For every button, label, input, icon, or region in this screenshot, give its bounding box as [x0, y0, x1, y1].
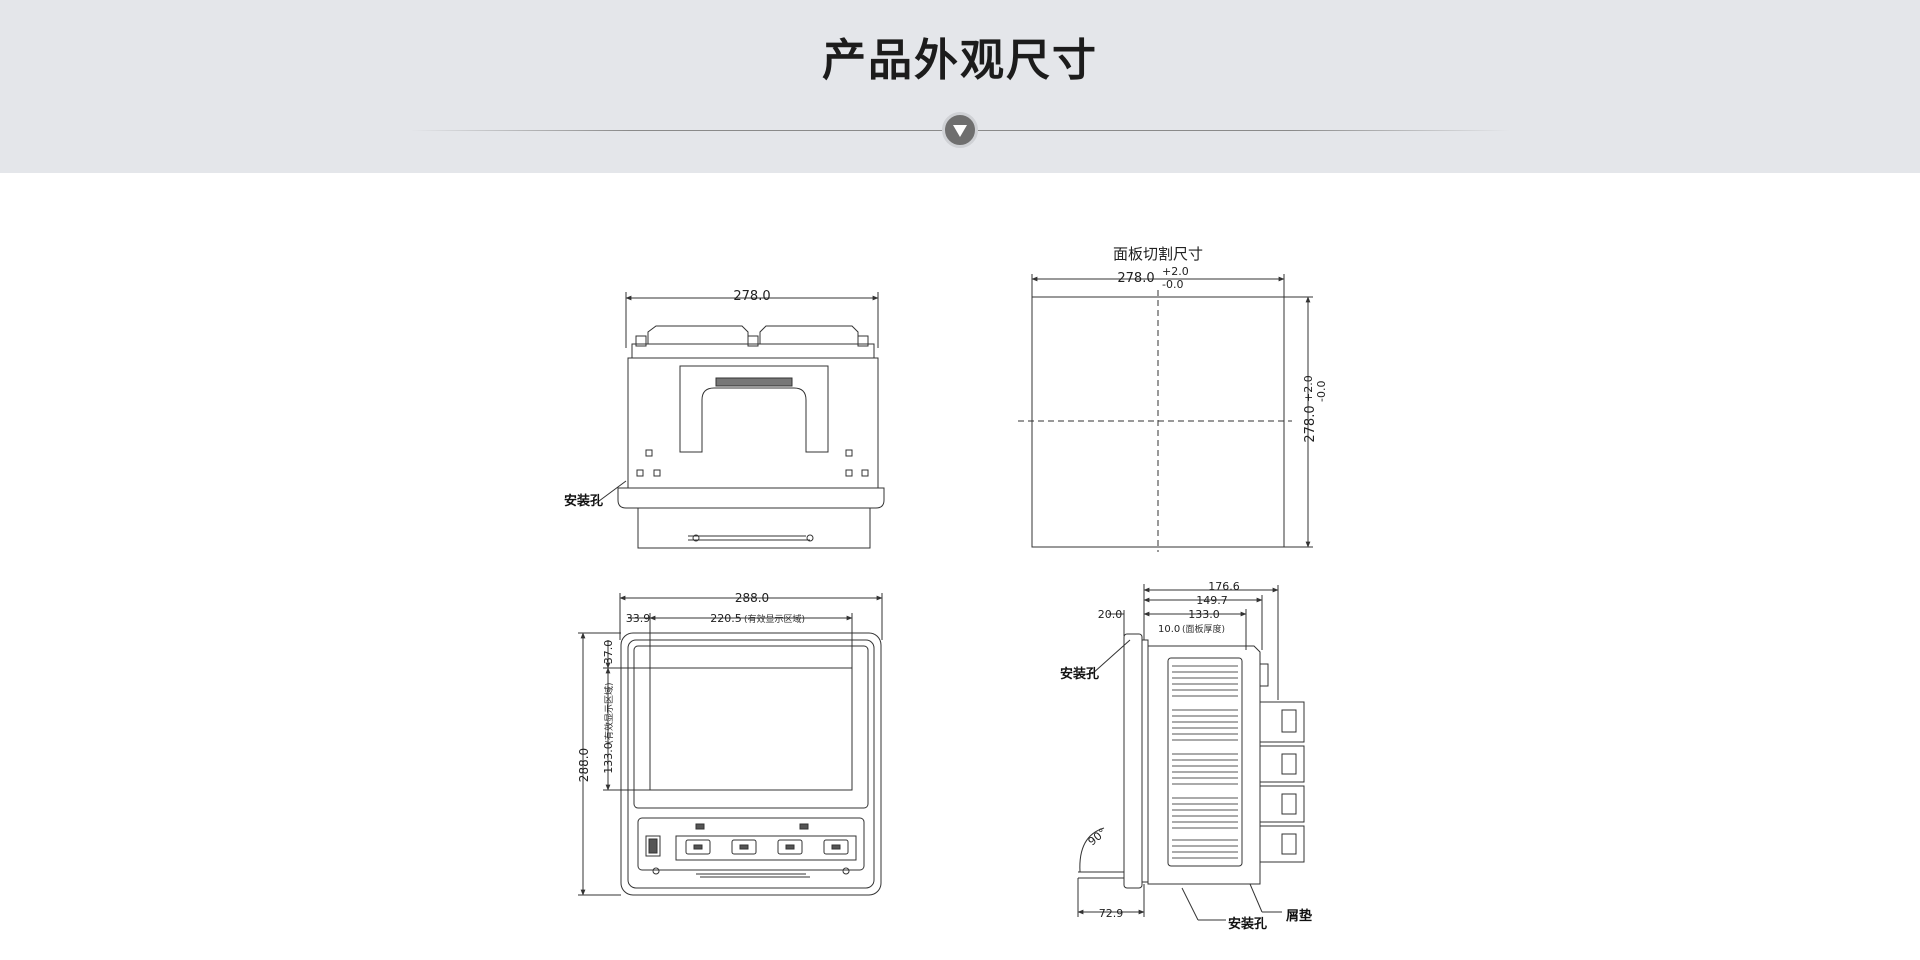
side-bezel-label: 20.0 [1098, 608, 1123, 621]
front-top-offset-label: 37.0 [602, 640, 615, 665]
front-display-height-note: (有效显示区域) [603, 682, 615, 743]
side-mount-hole-label: 安装孔 [1060, 666, 1099, 682]
front-display-width-label: 220.5 [710, 612, 742, 625]
panel-cutout-height-group: 278.0 +2.0 -0.0 [1302, 375, 1328, 442]
side-view [1077, 584, 1305, 921]
front-view [578, 593, 883, 896]
panel-cutout-height-tol-minus: -0.0 [1315, 381, 1328, 402]
top-view-width-label: 278.0 [733, 289, 770, 304]
panel-cutout-height-tol-plus: +2.0 [1302, 375, 1315, 402]
side-mount-hole-bottom-label: 安装孔 [1228, 916, 1267, 932]
panel-cutout-width-tol-minus: -0.0 [1162, 278, 1183, 291]
side-depth-total-label: 176.6 [1208, 580, 1240, 593]
side-depth-inner-label: 133.0 [1188, 608, 1220, 621]
scroll-down-button[interactable] [942, 112, 978, 148]
side-angle-label: 90° [1086, 826, 1109, 848]
panel-cutout-width-tol-plus: +2.0 [1162, 265, 1189, 278]
top-view-mount-hole-label: 安装孔 [564, 493, 603, 509]
panel-cutout-height-label: 278.0 [1303, 405, 1318, 442]
front-height-label: 288.0 [577, 748, 591, 782]
side-panel-thickness-note: (面板厚度) [1182, 623, 1225, 635]
triangle-down-icon [953, 125, 967, 137]
panel-cutout-width-label: 278.0 [1117, 271, 1154, 286]
front-display-height-label: 133.0 [602, 742, 615, 774]
page-header: 产品外观尺寸 [0, 0, 1920, 173]
front-display-width-note: (有效显示区域) [744, 613, 805, 625]
side-panel-thickness-label: 10.0 [1158, 624, 1180, 635]
side-depth-body-label: 149.7 [1196, 594, 1228, 607]
front-left-offset-label: 33.9 [626, 612, 651, 625]
side-gasket-label: 屑垫 [1286, 908, 1312, 924]
front-width-label: 288.0 [735, 591, 769, 605]
page-title: 产品外观尺寸 [822, 35, 1098, 86]
panel-cutout-title: 面板切割尺寸 [1113, 245, 1203, 263]
panel-cutout-view [1018, 274, 1313, 552]
side-bottom-dim-label: 72.9 [1099, 907, 1124, 920]
top-view [594, 292, 885, 549]
